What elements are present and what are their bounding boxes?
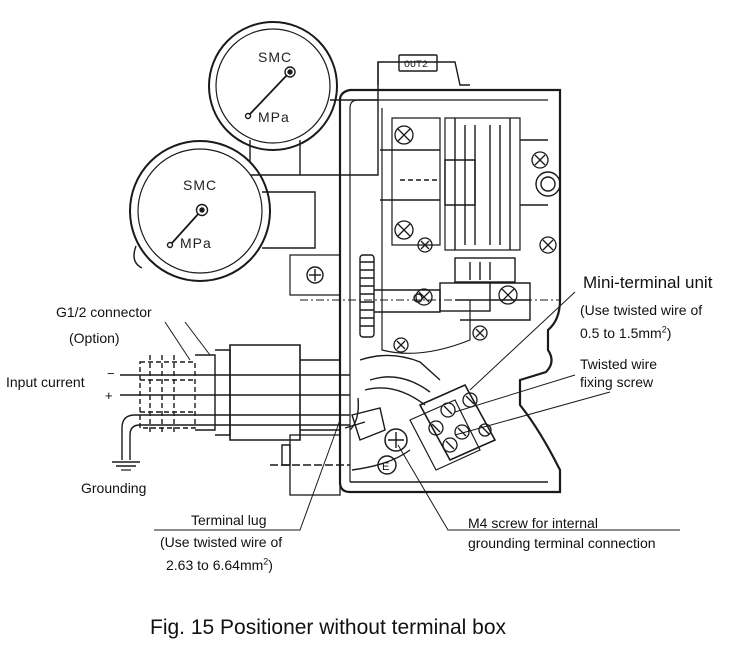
twisted-wire-label-line1: Twisted wire xyxy=(580,356,658,372)
mini-terminal-unit xyxy=(349,376,497,471)
m4-screw-label-line2: grounding terminal connection xyxy=(468,535,656,551)
upper-gauge-unit: MPa xyxy=(258,109,290,125)
earth-mark: E xyxy=(382,461,389,473)
lower-gauge-brand: SMC xyxy=(183,177,217,193)
svg-text:+: + xyxy=(105,388,113,403)
terminal-lug xyxy=(344,407,386,441)
terminal-lug-label: Terminal lug xyxy=(191,512,267,528)
lower-gauge-unit: MPa xyxy=(180,235,212,251)
upper-pressure-gauge: SMC MPa xyxy=(208,21,338,175)
option-label: (Option) xyxy=(69,330,120,346)
terminal-lug-spec-line1: (Use twisted wire of xyxy=(160,534,283,550)
mini-terminal-spec-line1: (Use twisted wire of xyxy=(580,302,703,318)
manifold-body: OUT2 xyxy=(250,54,470,296)
svg-text:−: − xyxy=(107,366,115,381)
mini-terminal-spec-line2: 0.5 to 1.5mm2) xyxy=(580,324,672,341)
figure-caption: Fig. 15 Positioner without terminal box xyxy=(150,616,507,639)
g12-connector-label: G1/2 connector xyxy=(56,304,152,320)
upper-gauge-brand: SMC xyxy=(258,49,292,65)
terminal-lug-spec-line2: 2.63 to 6.64mm2) xyxy=(166,556,273,573)
main-housing xyxy=(300,88,562,494)
g12-connector: − + xyxy=(105,344,350,496)
grounding-wire xyxy=(112,414,350,471)
twisted-wire-label-line2: fixing screw xyxy=(580,374,654,390)
mini-terminal-unit-label: Mini-terminal unit xyxy=(583,273,713,292)
leader-lines xyxy=(154,291,680,531)
grounding-label: Grounding xyxy=(81,480,147,496)
out2-port-label: OUT2 xyxy=(404,60,428,71)
m4-grounding-screw: E xyxy=(377,428,408,475)
input-current-label: Input current xyxy=(6,374,85,390)
lower-pressure-gauge: SMC MPa xyxy=(129,140,271,282)
m4-screw-label-line1: M4 screw for internal xyxy=(468,515,598,531)
